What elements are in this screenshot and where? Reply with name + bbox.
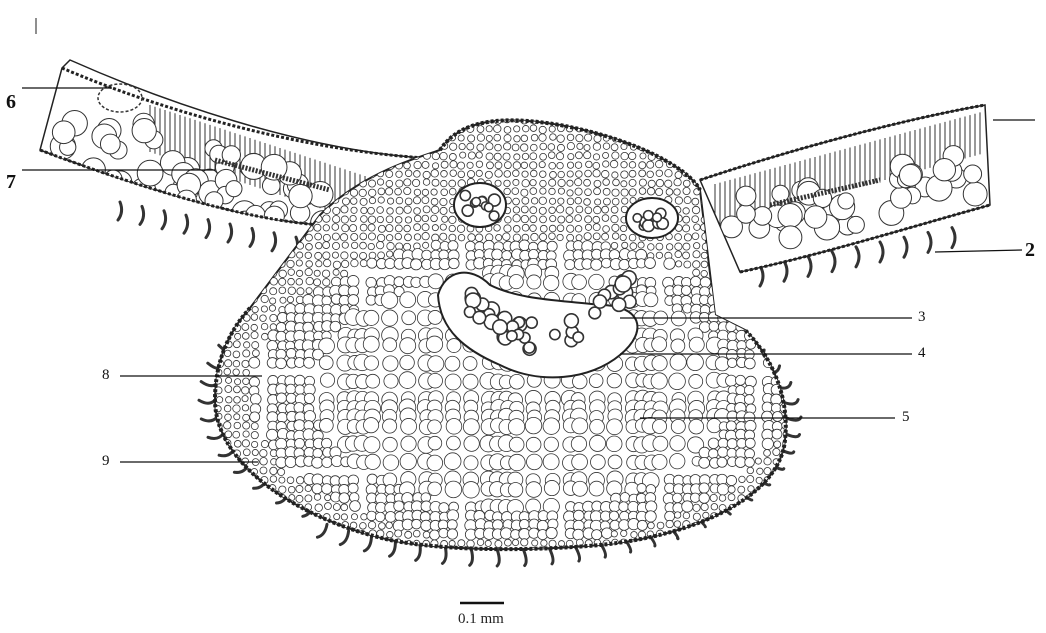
label-5: 5 — [902, 410, 910, 425]
right-lamina — [700, 105, 990, 272]
label-2: 2 — [1025, 240, 1035, 260]
label-6: 6 — [6, 92, 16, 112]
label-3: 3 — [918, 310, 926, 325]
label-7: 7 — [6, 172, 16, 192]
label-4: 4 — [918, 346, 926, 361]
label-9: 9 — [102, 454, 110, 469]
scale-bar-label: 0.1 mm — [458, 611, 504, 628]
label-8: 8 — [102, 368, 110, 383]
